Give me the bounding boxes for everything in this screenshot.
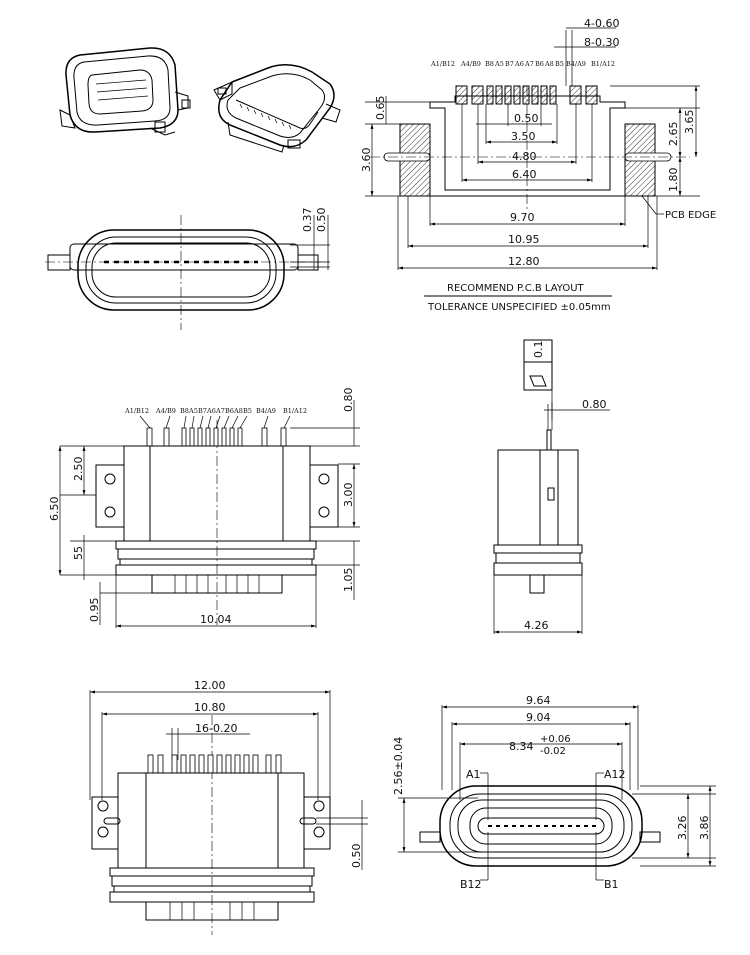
pcb-pin-label: A7 xyxy=(524,60,534,68)
dim-pcb-360: 3.60 xyxy=(360,148,373,173)
top-pin-label: A6 xyxy=(206,407,216,415)
dim-front-037: 0.37 xyxy=(301,208,314,233)
pcb-pin-label: B8 xyxy=(485,60,494,68)
dim-top-095: 0.95 xyxy=(88,598,101,623)
dim-end-964: 9.64 xyxy=(526,694,551,707)
iso-view-left xyxy=(59,47,191,136)
dim-end-256: 2.56±0.04 xyxy=(392,737,405,795)
top-pin-label: B8 xyxy=(180,407,189,415)
dim-pcb-180: 1.80 xyxy=(667,168,680,193)
iso-view-right xyxy=(213,64,341,153)
dim-bottom-1200: 12.00 xyxy=(194,679,226,692)
pcb-pin-label: A6 xyxy=(514,60,524,68)
dim-end-834: 8.34 xyxy=(509,740,534,753)
bottom-view: 12.00 10.80 16-0.20 xyxy=(89,679,368,935)
pcb-edge-label: PCB EDGE xyxy=(665,210,716,221)
dim-top-650: 6.50 xyxy=(48,497,61,522)
dim-pcb-970: 9.70 xyxy=(510,211,535,224)
top-pin-label: B1/A12 xyxy=(283,407,307,415)
dim-top-080: 0.80 xyxy=(342,388,355,413)
top-pin-labels: A1/B12 A4/B9 B8 A5 B7 A6 A7 B6 A8 B5 B4/… xyxy=(124,407,307,415)
label-a12: A12 xyxy=(604,768,626,781)
top-pin-label: A8 xyxy=(233,407,243,415)
dim-pcb-1280: 12.80 xyxy=(508,255,540,268)
top-pin-label: B4/A9 xyxy=(256,407,276,415)
dim-pcb-1095: 10.95 xyxy=(508,233,540,246)
pcb-pin-label: A4/B9 xyxy=(460,60,481,68)
top-pin-label: A1/B12 xyxy=(124,407,149,415)
dim-end-904: 9.04 xyxy=(526,711,551,724)
pcb-pin-label: B1/A12 xyxy=(591,60,615,68)
end-view: 9.64 9.04 8.34 +0.06 -0.02 A1 A12 B12 B1 xyxy=(392,694,716,891)
label-b1: B1 xyxy=(604,878,619,891)
dim-bottom-16-020: 16-0.20 xyxy=(195,722,237,735)
dim-pcb-365: 3.65 xyxy=(683,110,696,135)
dim-pcb-265: 2.65 xyxy=(667,122,680,147)
dim-side-426: 4.26 xyxy=(524,619,549,632)
dim-end-326: 3.26 xyxy=(676,816,689,841)
label-b12: B12 xyxy=(460,878,482,891)
pcb-layout-view: A1/B12 A4/B9 B8 A5 B7 A6 A7 B6 A8 B5 B4/… xyxy=(360,17,716,313)
top-view: A1/B12 A4/B9 B8 A5 B7 A6 A7 B6 A8 B5 B4/… xyxy=(48,388,360,628)
dim-pcb-4-060: 4-0.60 xyxy=(584,17,619,30)
dim-pcb-640: 6.40 xyxy=(512,168,537,181)
dim-bottom-1080: 10.80 xyxy=(194,701,226,714)
top-pin-label: B7 xyxy=(198,407,207,415)
bottom-pins xyxy=(147,754,282,774)
label-a1: A1 xyxy=(466,768,481,781)
top-pin-label: A5 xyxy=(188,407,198,415)
dim-end-834-plus: +0.06 xyxy=(540,734,571,745)
dim-top-300: 3.00 xyxy=(342,483,355,508)
pcb-pads xyxy=(455,85,598,105)
pcb-layout-title: RECOMMEND P.C.B LAYOUT xyxy=(447,283,585,294)
front-view: 0.37 0.50 xyxy=(45,208,330,330)
dim-pcb-065: 0.65 xyxy=(374,96,387,121)
dim-end-386: 3.86 xyxy=(698,816,711,841)
dim-pcb-050: 0.50 xyxy=(514,112,539,125)
dim-top-1004: 10.04 xyxy=(200,613,232,626)
dim-pcb-480: 4.80 xyxy=(512,150,537,163)
top-pins xyxy=(146,427,287,447)
pcb-pin-label: B4/A9 xyxy=(566,60,586,68)
dim-front-050: 0.50 xyxy=(315,208,328,233)
top-pin-label: A7 xyxy=(215,407,225,415)
dim-pcb-8-030: 8-0.30 xyxy=(584,36,619,49)
pcb-pin-label: B6 xyxy=(535,60,544,68)
side-view: 0.1 0.80 4.26 xyxy=(493,339,610,634)
top-pin-label: B6 xyxy=(225,407,234,415)
dim-top-55: 55 xyxy=(72,546,85,560)
pcb-pin-label: A8 xyxy=(544,60,554,68)
dim-top-250: 2.50 xyxy=(72,457,85,482)
pcb-pin-labels: A1/B12 A4/B9 B8 A5 B7 A6 A7 B6 A8 B5 B4/… xyxy=(430,60,615,68)
pcb-pin-label: A5 xyxy=(494,60,504,68)
top-pin-label: A4/B9 xyxy=(155,407,176,415)
dim-top-105: 1.05 xyxy=(342,568,355,593)
dim-end-834-minus: -0.02 xyxy=(540,746,566,757)
pcb-pin-label: B5 xyxy=(555,60,564,68)
pcb-tolerance: TOLERANCE UNSPECIFIED ±0.05mm xyxy=(427,302,611,313)
dim-pcb-350: 3.50 xyxy=(511,130,536,143)
dim-side-080: 0.80 xyxy=(582,398,607,411)
flatness-value: 0.1 xyxy=(532,341,545,359)
dim-bottom-050: 0.50 xyxy=(350,844,363,869)
pcb-pin-label: A1/B12 xyxy=(430,60,455,68)
pcb-pin-label: B7 xyxy=(505,60,514,68)
top-pin-label: B5 xyxy=(243,407,252,415)
